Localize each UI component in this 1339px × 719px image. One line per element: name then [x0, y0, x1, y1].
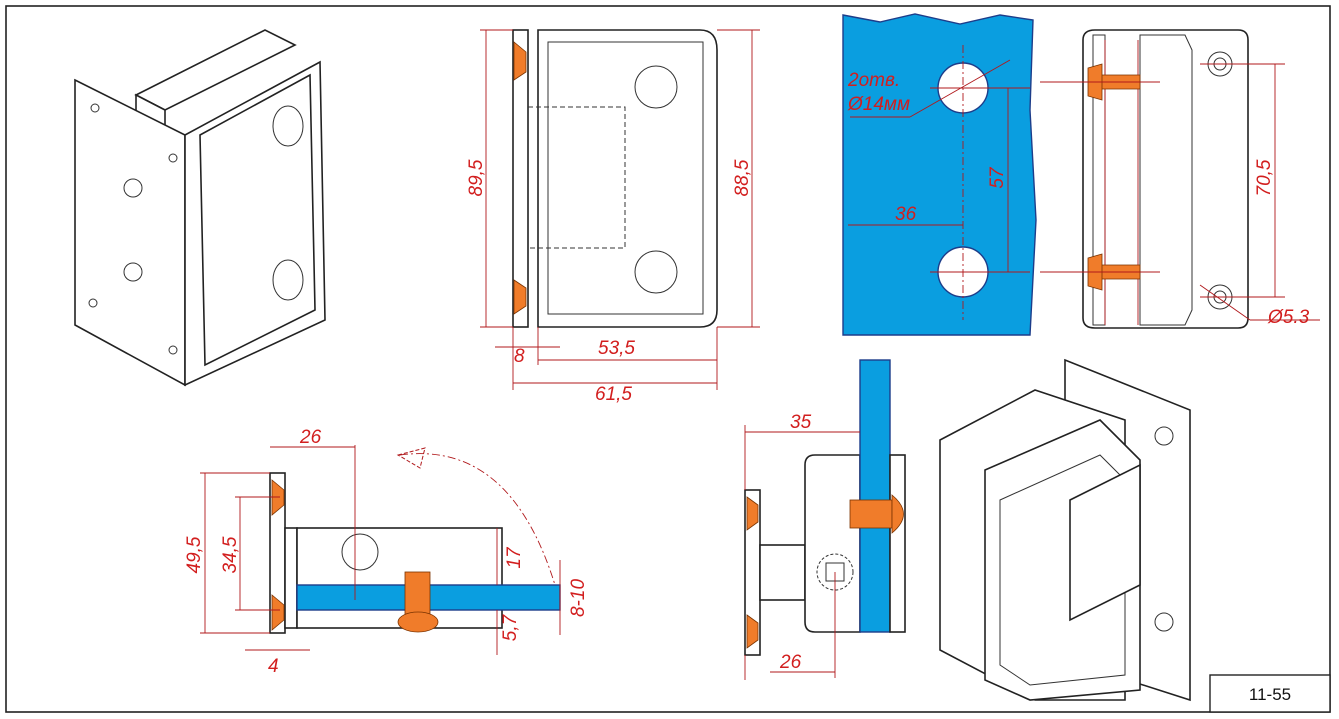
dim-top-offset: 26 [299, 427, 322, 448]
isometric-view-bottom-right [939, 358, 1191, 702]
dim-top-plate-height: 49,5 [184, 536, 205, 573]
dim-plate-height: 89,5 [466, 159, 487, 196]
glass-hole-view: 2отв. Ø14мм 57 36 [842, 13, 1037, 336]
title-block: 11-55 [1209, 674, 1331, 713]
dim-body-width: 53,5 [598, 338, 635, 359]
dim-hole-spacing: 57 [987, 166, 1008, 189]
dim-top-hole-spacing: 34,5 [220, 536, 241, 573]
dim-overall-width: 61,5 [595, 384, 632, 405]
dim-glass-thickness: 8-10 [568, 579, 589, 617]
dim-edge-offset: 36 [895, 204, 917, 225]
section-view: 35 26 [744, 359, 906, 680]
side-view: 70,5 Ø5.3 [1040, 29, 1320, 329]
dim-section-glass-offset: 35 [790, 412, 812, 433]
isometric-view-top-left [74, 29, 326, 387]
dim-glass-offset: 5,7 [500, 613, 521, 641]
holes-note-line2: Ø14мм [847, 94, 910, 115]
dim-body-height: 88,5 [732, 159, 753, 196]
dim-hole-diameter: Ø5.3 [1267, 307, 1310, 328]
front-view: 89,5 88,5 8 53,5 61,5 [466, 29, 760, 405]
dim-body-offset: 17 [504, 546, 525, 569]
holes-note-line1: 2отв. [847, 70, 900, 91]
dim-plate-thickness: 8 [514, 346, 525, 367]
drawing-code: 11-55 [1249, 685, 1291, 704]
top-view: 26 49,5 34,5 17 5,7 8-10 4 [184, 427, 589, 677]
dim-section-pivot-offset: 26 [779, 652, 802, 673]
dim-side-hole-spacing: 70,5 [1254, 159, 1275, 196]
drawing-frame [5, 5, 1331, 713]
dim-top-plate-thickness: 4 [268, 656, 279, 677]
